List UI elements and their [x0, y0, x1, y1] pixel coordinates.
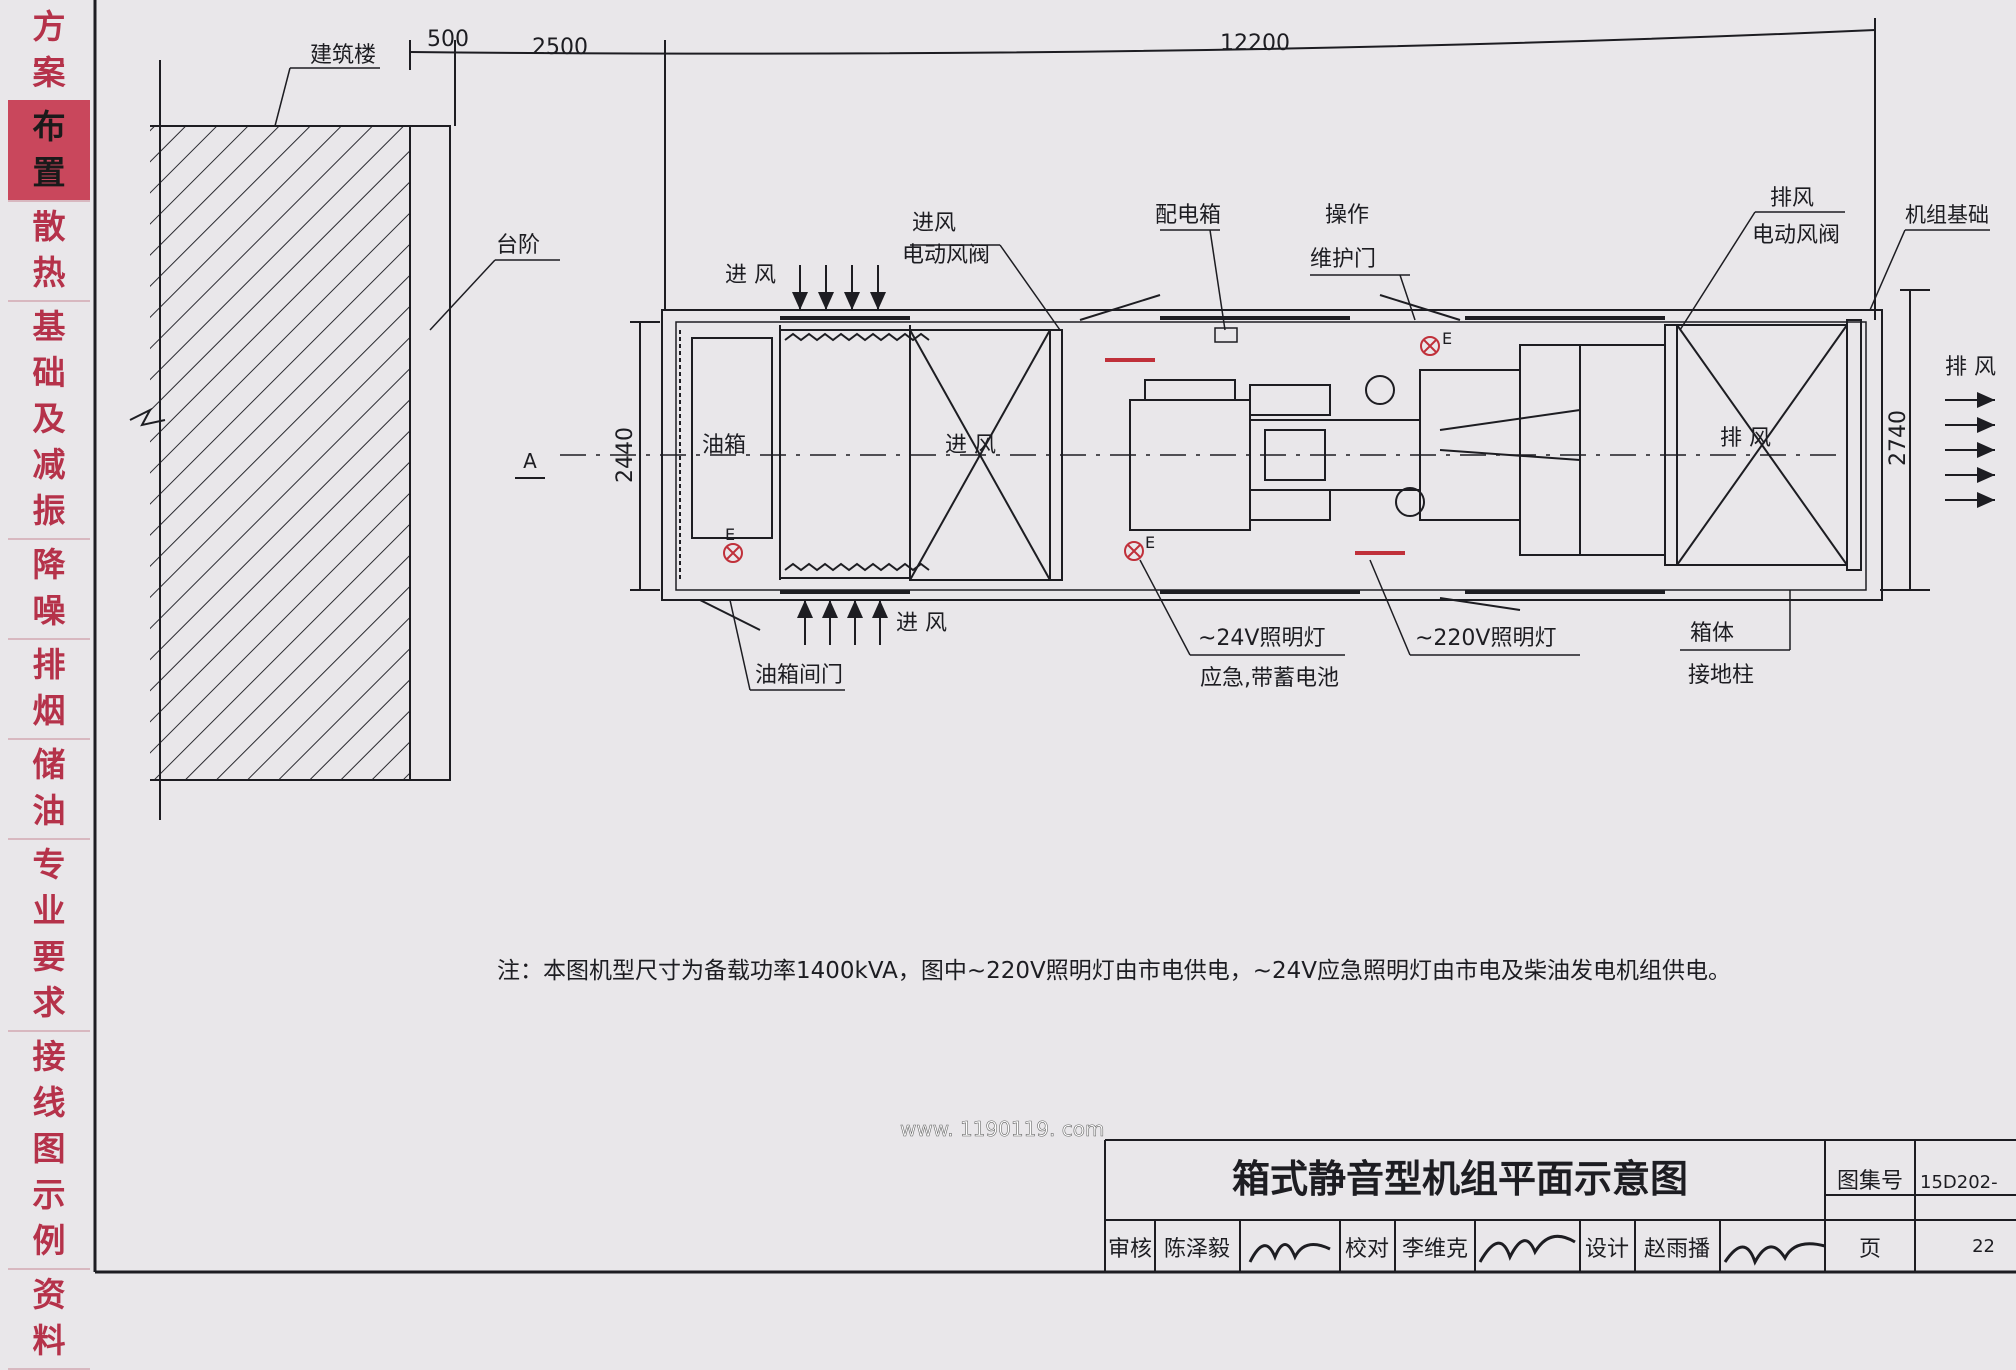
signature-designer	[1723, 1242, 1826, 1266]
generator-set	[1129, 344, 1666, 556]
sidebar-tab-char: 排	[32, 645, 66, 684]
signature-checker	[1478, 1234, 1576, 1263]
label-light-220v: ~220V照明灯	[1415, 626, 1556, 651]
sidebar-tab-3[interactable]: 基础及减振	[8, 300, 90, 540]
signature-reviewer	[1248, 1243, 1331, 1263]
label-intake-bottom: 进 风	[896, 611, 947, 636]
sidebar-tab-char: 线	[32, 1083, 66, 1122]
drawing-sheet: 500 2500 12200 2440 2740 A 建筑楼 台阶 进 风 进风…	[93, 0, 2016, 1274]
sidebar-tab-char: 置	[32, 153, 66, 192]
atlas-number: 15D202-	[1920, 1172, 1998, 1193]
sidebar-tab-char: 减	[32, 445, 66, 484]
label-intake-damper-1: 进风	[912, 211, 956, 236]
label-exhaust-damper-2: 电动风阀	[1752, 223, 1840, 248]
sidebar-tab-char: 案	[32, 53, 66, 92]
container-doors	[699, 294, 1665, 631]
review-label: 审核	[1108, 1237, 1152, 1262]
label-building: 建筑楼	[310, 43, 376, 68]
sidebar-tab-char: 图	[32, 1129, 66, 1168]
label-exhaust-right: 排 风	[1945, 355, 1996, 380]
sidebar-tab-2[interactable]: 散热	[8, 200, 90, 302]
exhaust-zone	[1664, 319, 1862, 571]
label-steps: 台阶	[496, 233, 540, 258]
sidebar-tab-char: 求	[32, 983, 66, 1022]
label-oil-tank: 油箱	[702, 433, 746, 458]
sidebar-tab-char: 专	[32, 845, 66, 884]
sidebar-tab-4[interactable]: 降噪	[8, 538, 90, 640]
oil-tank-room	[679, 325, 781, 580]
label-light-24v-note: 应急,带蓄电池	[1200, 666, 1339, 691]
sidebar-tab-char: 噪	[32, 591, 66, 630]
sidebar-tab-5[interactable]: 排烟	[8, 638, 90, 740]
sidebar-tab-char: 储	[32, 745, 66, 784]
label-light-24v: ~24V照明灯	[1198, 626, 1325, 651]
leader-lines	[274, 67, 1990, 691]
label-ground-2: 接地柱	[1688, 663, 1754, 688]
sidebar-tab-char: 料	[32, 1321, 66, 1360]
sidebar-tab-char: 业	[32, 891, 66, 930]
label-intake-zone: 进 风	[945, 433, 996, 458]
label-e-right: E	[1442, 329, 1452, 348]
label-maint-door-2: 维护门	[1310, 247, 1376, 272]
drawing-note: 注：本图机型尺寸为备载功率1400kVA，图中~220V照明灯由市电供电，~24…	[497, 958, 1731, 984]
label-base: 机组基础	[1905, 203, 1989, 227]
page-number: 22	[1972, 1236, 1995, 1257]
sidebar-tab-char: 振	[32, 491, 66, 530]
sidebar-tab-char: 础	[32, 353, 66, 392]
dimension-line-top	[409, 18, 1876, 320]
label-maint-door-1: 操作	[1325, 203, 1369, 228]
design-label: 设计	[1585, 1237, 1629, 1262]
sidebar-tab-char: 要	[32, 937, 66, 976]
building-wall	[150, 60, 451, 820]
label-oil-door: 油箱间门	[755, 663, 843, 688]
sidebar-tab-char: 散	[32, 207, 66, 246]
label-distribution-box: 配电箱	[1155, 203, 1221, 228]
section-mark-a: A	[523, 449, 537, 473]
sidebar-tab-char: 基	[32, 307, 66, 346]
sidebar-tab-char: 及	[32, 399, 66, 438]
sidebar-tab-char: 例	[32, 1221, 66, 1260]
title-block	[1104, 1139, 2016, 1272]
sidebar-tab-char: 降	[32, 545, 66, 584]
emergency-light-symbols	[723, 336, 1440, 563]
sidebar-tab-char: 热	[32, 253, 66, 292]
sidebar-tab-char: 方	[32, 7, 66, 46]
page-label: 页	[1859, 1237, 1881, 1262]
label-e-left: E	[1145, 533, 1155, 552]
sidebar-tab-char: 接	[32, 1037, 66, 1076]
watermark: www. 1190119. com	[900, 1117, 1104, 1141]
sidebar-tab-char: 烟	[32, 691, 66, 730]
sidebar-tab-8[interactable]: 接线图示例	[8, 1030, 90, 1270]
sidebar-tab-char: 示	[32, 1175, 66, 1214]
exhaust-arrows	[1945, 392, 1995, 508]
label-ground-1: 箱体	[1690, 621, 1734, 646]
checker-name: 李维克	[1402, 1237, 1468, 1262]
dim-12200: 12200	[1220, 31, 1290, 56]
reviewer-name: 陈泽毅	[1164, 1237, 1230, 1262]
designer-name: 赵雨播	[1644, 1237, 1710, 1262]
sidebar-tab-char: 布	[32, 107, 66, 146]
intake-arrows-bottom	[797, 600, 888, 645]
check-label: 校对	[1345, 1237, 1389, 1262]
intake-arrows-top	[792, 265, 886, 310]
sidebar-tab-0[interactable]: 方案	[8, 0, 90, 102]
dim-2740: 2740	[1886, 410, 1911, 466]
label-intake-top: 进 风	[725, 263, 776, 288]
label-intake-damper-2: 电动风阀	[902, 243, 990, 268]
label-exhaust-zone: 排 风	[1720, 426, 1771, 451]
sidebar-tab-1[interactable]: 布置	[8, 100, 90, 202]
dim-2500: 2500	[532, 35, 588, 60]
label-exhaust-damper-1: 排风	[1770, 186, 1814, 211]
atlas-label: 图集号	[1837, 1169, 1903, 1194]
dim-2440: 2440	[613, 427, 638, 483]
dim-500: 500	[427, 27, 469, 52]
sidebar-tab-7[interactable]: 专业要求	[8, 838, 90, 1032]
sidebar-tab-char: 油	[32, 791, 66, 830]
drawing-title: 箱式静音型机组平面示意图	[1232, 1157, 1688, 1201]
sidebar-tab-6[interactable]: 储油	[8, 738, 90, 840]
label-e-oil: E	[725, 525, 735, 544]
